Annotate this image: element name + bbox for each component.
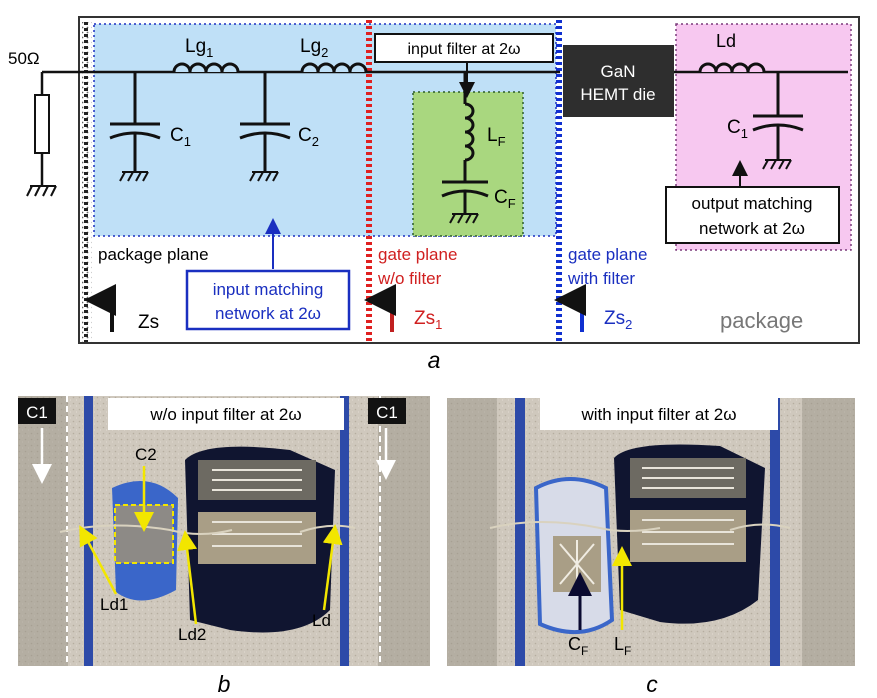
zs-arrow-icon <box>84 284 116 332</box>
source-resistor <box>34 94 50 154</box>
photo-b-ld1: Ld1 <box>100 595 128 614</box>
gate-wo-line1: gate plane <box>378 245 457 264</box>
cf-label: CF <box>494 187 516 211</box>
lg1-label: Lg1 <box>185 36 213 60</box>
package-plane-label: package plane <box>98 245 209 264</box>
photo-b-ld: Ld <box>312 611 331 630</box>
output-matching-line1: output matching <box>692 194 813 213</box>
photo-b-title: w/o input filter at 2ω <box>149 405 301 424</box>
caption-a: a <box>428 347 441 373</box>
caption-b: b <box>218 671 231 697</box>
c2-label: C2 <box>298 125 319 149</box>
package-label: package <box>720 308 803 333</box>
inductor-ld <box>698 62 766 73</box>
inductor-lf <box>464 102 475 162</box>
caption-c: c <box>646 671 658 697</box>
inductor-lg2 <box>300 62 368 73</box>
filter-branch <box>441 72 489 224</box>
lg2-label: Lg2 <box>300 36 328 60</box>
source-label: 50Ω <box>8 49 40 68</box>
zs2-arrow-icon <box>554 284 587 332</box>
photo-b-c2: C2 <box>135 445 157 464</box>
capacitor-c1-out <box>752 72 804 170</box>
c1-label: C1 <box>170 125 191 149</box>
zs2-label: Zs2 <box>604 308 632 332</box>
inductor-lg1 <box>172 62 240 73</box>
photo-b-ld2: Ld2 <box>178 625 206 644</box>
photo-b-panel: w/o input filter at 2ω C1 C1 C2 Ld1 Ld2 … <box>18 396 430 697</box>
c1-out-label: C1 <box>727 117 748 141</box>
gate-with-line2: with filter <box>567 269 635 288</box>
photo-b-c1-left: C1 <box>26 403 48 422</box>
gate-wo-line2: w/o filter <box>377 269 442 288</box>
gan-hemt-die <box>563 45 674 117</box>
capacitor-c2 <box>239 72 291 182</box>
output-matching-label-box <box>665 186 840 244</box>
circuit-panel: 50Ω Lg1 Lg2 C1 C2 LF CF Ld C1 input filt… <box>8 16 860 373</box>
capacitor-c1 <box>109 72 161 182</box>
output-matching-line2: network at 2ω <box>699 219 805 238</box>
package-plane-line <box>82 22 92 342</box>
gate-with-line1: gate plane <box>568 245 647 264</box>
input-matching-line1: input matching <box>213 280 324 299</box>
zs-label: Zs <box>138 312 159 333</box>
photo-c-cf: CF <box>568 634 588 658</box>
die-label-line2: HEMT die <box>580 85 655 104</box>
die-label-line1: GaN <box>601 62 636 81</box>
photo-c-title: with input filter at 2ω <box>580 405 736 424</box>
input-matching-label-box <box>185 269 351 331</box>
lf-label: LF <box>487 125 506 149</box>
input-filter-label-box <box>374 33 554 63</box>
photo-b-c1-right: C1 <box>376 403 398 422</box>
ground-icon <box>26 185 57 197</box>
zs1-arrow-icon <box>364 284 397 332</box>
input-filter-label: input filter at 2ω <box>408 41 521 58</box>
photo-c-panel: with input filter at 2ω CF LF c <box>447 398 855 697</box>
zs1-label: Zs1 <box>414 308 442 332</box>
photo-c-lf: LF <box>614 634 631 658</box>
ld-label: Ld <box>716 31 736 51</box>
input-matching-line2: network at 2ω <box>215 304 321 323</box>
